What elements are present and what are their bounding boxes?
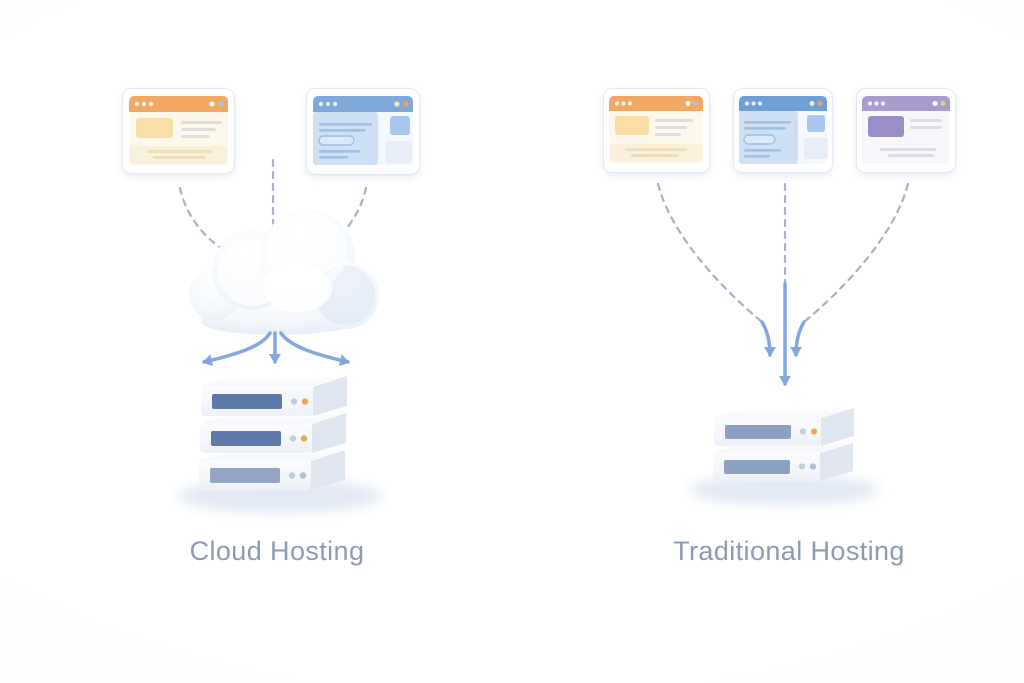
browser-window-purple-icon [856,88,956,173]
content-strip [610,144,702,161]
traditional-hosting-label: Traditional Hosting [673,536,905,566]
led-icon [810,428,818,435]
server-unit [199,450,345,490]
content-strip [130,146,227,164]
drive-slot [211,431,281,446]
browser-header-fill [862,103,950,111]
server-unit [714,408,854,446]
arrow-right [279,331,350,367]
browser-window-blue-icon [733,88,833,173]
browser-header-fill [609,103,703,111]
traditional-hosting-figure [603,88,956,505]
server-unit [713,443,853,481]
drive-slot [724,460,790,474]
text-lines [880,148,936,157]
content-block [136,118,173,138]
led-icon [288,472,296,479]
browser-header-fill [129,104,228,112]
text-lines [655,119,693,136]
traffic-light-dots-icon [744,101,763,106]
header-dot-icon [940,101,946,106]
browser-body [862,96,950,164]
text-lines [147,150,212,159]
drive-slot [210,468,280,483]
header-dot-icon [809,101,815,106]
cloud-highlight [267,212,347,292]
arrow-left [760,320,776,357]
header-dot-icon [693,101,699,106]
led-icon [299,472,307,479]
text-lines [319,123,372,159]
cloud-hosting-label: Cloud Hosting [189,536,365,566]
header-dot-icon [932,101,938,106]
traffic-light-dots-icon [614,101,633,106]
header-dot-icon [817,101,823,106]
arrow-left [202,331,272,367]
traffic-light-dots-icon [318,101,338,107]
dashed-connector [802,182,910,324]
arrow-right [790,320,806,357]
led-icon [290,398,298,405]
traffic-light-dots-icon [867,101,886,106]
content-thumbnail [390,116,410,135]
browser-header-fill [739,103,827,111]
drive-slot [212,394,282,409]
browser-window-orange-icon [122,88,235,174]
content-block [615,116,649,135]
led-icon [289,435,297,442]
pill-button-icon [743,134,776,145]
server-shadow [688,475,880,505]
cloud-server-stack [199,376,347,490]
cloud-hosting-figure [122,88,420,513]
header-dot-icon [403,101,409,107]
browser-window-blue-icon [306,88,420,175]
led-icon [799,428,807,435]
dashed-connector [178,186,229,254]
traffic-light-dots-icon [134,101,154,107]
content-block-light [804,138,828,159]
header-dot-icon [218,101,224,107]
content-block [868,116,904,137]
client-to-server-dashed-lines [656,182,910,324]
server-unit [200,413,346,453]
text-lines [625,148,687,157]
text-lines [744,121,791,158]
header-dot-icon [394,101,400,107]
browser-window-orange-icon [603,88,710,173]
cloud-icon [189,210,379,335]
server-unit [201,376,347,416]
cloud-to-server-arrows [202,331,350,367]
drive-slot [725,425,791,439]
header-dot-icon [209,101,215,107]
traditional-server-stack [713,408,854,481]
led-icon [300,435,308,442]
pill-button-icon [318,135,355,146]
header-dot-icon [685,101,691,106]
led-icon [809,463,817,470]
content-thumbnail [807,115,825,132]
text-lines [181,121,222,138]
converging-arrows [760,282,806,386]
text-lines [910,119,942,129]
led-icon [798,463,806,470]
content-block-light [386,141,412,163]
browser-header-fill [313,104,413,112]
dashed-connector [656,182,764,324]
led-icon [301,398,309,405]
